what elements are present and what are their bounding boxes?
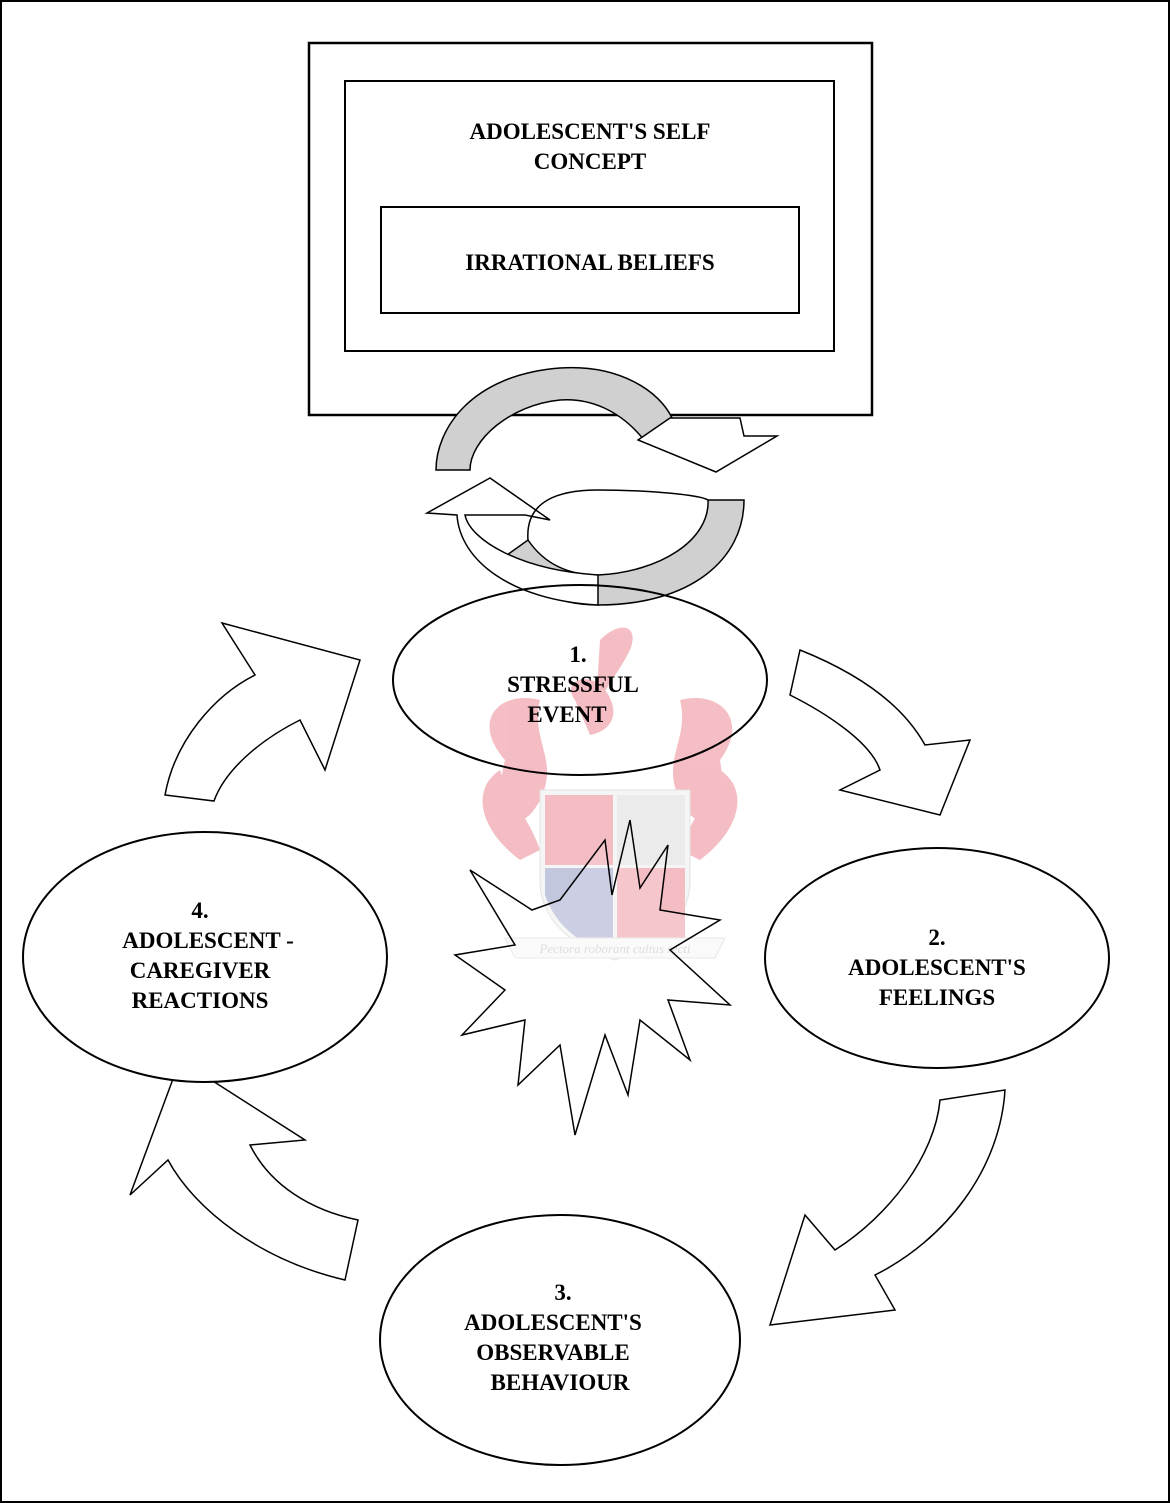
node-4-line3: REACTIONS — [132, 988, 269, 1013]
node-1-line2: EVENT — [527, 702, 606, 727]
node-caregiver-reactions — [22, 831, 388, 1083]
node-4-number: 4. — [191, 898, 208, 923]
node-observable-behaviour — [379, 1214, 741, 1466]
cycle-arrow-down-head — [636, 417, 780, 473]
node-3-line2: OBSERVABLE — [476, 1340, 629, 1365]
node-2-line2: FEELINGS — [879, 985, 995, 1010]
node-2-number: 2. — [928, 925, 945, 950]
arrow-4-to-1 — [164, 621, 361, 802]
node-2-line1: ADOLESCENT'S — [848, 955, 1026, 980]
node-3-number: 3. — [554, 1280, 571, 1305]
node-4-line2: CAREGIVER — [130, 958, 271, 983]
irrational-beliefs-label: IRRATIONAL BELIEFS — [465, 250, 714, 275]
self-concept-title-line2: CONCEPT — [534, 149, 646, 174]
irrational-beliefs-box — [380, 206, 800, 314]
node-1-line1: STRESSFUL — [507, 672, 639, 697]
node-1-number: 1. — [569, 642, 586, 667]
arrow-1-to-2 — [789, 648, 972, 816]
node-3-line3: BEHAVIOUR — [491, 1370, 630, 1395]
cycle-arrow-up-head — [424, 477, 599, 606]
node-3-line1: ADOLESCENT'S — [464, 1310, 642, 1335]
stress-burst — [453, 819, 733, 1136]
arrow-2-to-3 — [768, 1089, 1006, 1326]
node-stressful-event — [392, 584, 768, 776]
node-4-line1: ADOLESCENT - — [122, 928, 293, 953]
node-feelings — [764, 847, 1110, 1069]
self-concept-title-line1: ADOLESCENT'S SELF — [470, 119, 711, 144]
crest-motto: Pectora roborant cultus recti — [538, 941, 690, 956]
arrow-3-to-4-body — [129, 1058, 359, 1281]
cycle-arrows — [424, 366, 780, 606]
university-crest-watermark: Pectora roborant cultus recti — [482, 627, 738, 961]
